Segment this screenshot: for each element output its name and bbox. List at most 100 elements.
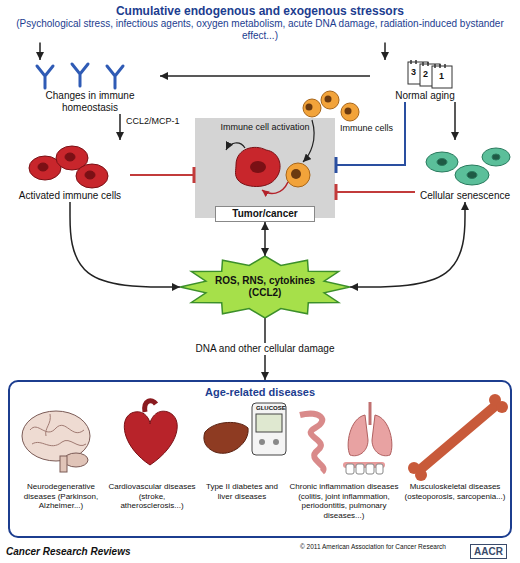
antibody-icon — [37, 66, 53, 88]
node-text: Cumulative endogenous and exogenous stre… — [10, 4, 510, 18]
node-text: Cellular senescence — [415, 190, 515, 202]
connector — [384, 42, 386, 60]
calendar-number: 3 — [411, 68, 416, 78]
heart-icon — [124, 401, 177, 465]
node-text: Immune cell activation — [195, 122, 335, 133]
journal-name: Cancer Research Reviews — [6, 546, 131, 557]
liver-and-glucose-meter-icon — [259, 439, 265, 445]
intestine-lung-teeth-icon — [356, 464, 364, 474]
immune-cell-icon — [321, 91, 339, 109]
immune-cell-icon — [306, 104, 313, 111]
antibody-icon — [37, 64, 123, 88]
intestine-lung-teeth-icon — [366, 464, 374, 474]
immune-homeostasis-node: Changes in immune homeostasis — [20, 60, 160, 114]
activated-immune-node: Activated immune cells — [10, 140, 130, 202]
liver-and-glucose-meter-icon — [204, 422, 248, 453]
immune-cell-icon — [303, 99, 321, 117]
aging-node: Normal aging — [370, 60, 480, 102]
calendar-number: 1 — [439, 72, 444, 82]
brain-icon — [60, 456, 67, 472]
connector — [160, 75, 370, 77]
intestine-lung-teeth-icon — [346, 464, 354, 474]
cell-label: Immune cells — [340, 124, 393, 134]
meter-label: GLUCOSE — [256, 405, 286, 412]
tumor-cell-icon — [226, 143, 245, 150]
connector — [70, 202, 180, 287]
tumor-cell-icon — [291, 169, 301, 179]
disease-item: Cardiovascular diseases (stroke, atheros… — [108, 482, 196, 511]
intestine-lung-teeth-icon — [369, 402, 372, 425]
senescent-cell-icon — [467, 172, 477, 179]
connector — [119, 114, 121, 140]
immune-cell-icon — [325, 96, 332, 103]
connector — [130, 174, 195, 176]
liver-and-glucose-meter-icon — [273, 439, 279, 445]
node-text: Changes in immune homeostasis — [20, 90, 160, 114]
tumor-region: Immune cell activationTumor/cancer — [195, 118, 335, 218]
brain-icon — [22, 411, 90, 472]
senescent-cell-icon — [455, 165, 489, 185]
senescence-node: Cellular senescence — [415, 140, 515, 202]
intestine-lung-teeth-icon — [348, 415, 368, 456]
disease-item: Musculoskeletal diseases (osteoporosis, … — [402, 482, 508, 501]
tumor-cell-icon — [286, 163, 310, 187]
disease-item: Chronic inflammation diseases (colitis, … — [288, 482, 400, 520]
antibody-icon — [107, 66, 123, 88]
activated-immune-cell-icon — [76, 164, 108, 188]
connector — [264, 222, 266, 256]
connector — [335, 102, 405, 165]
senescent-cell-icon — [437, 159, 447, 166]
connector — [335, 191, 415, 193]
tumor-cell-icon — [236, 147, 281, 186]
brain-icon — [64, 453, 88, 467]
bone-icon — [422, 407, 494, 468]
node-text: Musculoskeletal diseases (osteoporosis, … — [402, 482, 508, 501]
calendar-icon — [408, 60, 452, 88]
activated-immune-cell-icon — [29, 146, 108, 188]
immune-cell-icon — [345, 108, 352, 115]
tumor-microenvironment-ground — [195, 118, 335, 218]
intestine-lung-teeth-icon — [376, 464, 383, 474]
node-text: Age-related diseases — [10, 386, 510, 399]
senescent-cell-icon — [492, 154, 500, 160]
disease-item: Type II diabetes and liver diseases — [198, 482, 286, 501]
node-text: Neurodegenerative diseases (Parkinson, A… — [16, 482, 106, 511]
tumor-cell-icon — [250, 161, 266, 173]
senescent-cell-icon — [426, 148, 510, 185]
activated-immune-cell-icon — [85, 171, 95, 179]
intestine-lung-teeth-icon — [372, 415, 392, 456]
node-text: Type II diabetes and liver diseases — [198, 482, 286, 501]
heart-icon — [124, 411, 177, 465]
intestine-lung-teeth-icon — [300, 414, 324, 472]
antibody-icon — [72, 64, 88, 86]
node-text: Cardiovascular diseases (stroke, atheros… — [108, 482, 196, 511]
signal-label: CCL2/MCP-1 — [126, 117, 180, 127]
node-subtext: (Psychological stress, infectious agents… — [10, 18, 510, 42]
node-text: Normal aging — [370, 90, 480, 102]
node-text: Activated immune cells — [10, 190, 130, 202]
bone-icon — [415, 469, 427, 481]
activated-immune-cell-icon — [65, 153, 75, 161]
bone-icon — [408, 394, 508, 481]
calendar-icon — [432, 66, 452, 88]
intestine-lung-teeth-icon — [300, 402, 392, 474]
liver-and-glucose-meter-icon — [252, 403, 286, 455]
liver-and-glucose-meter-icon — [204, 403, 286, 455]
heart-icon — [145, 401, 156, 412]
node-text: Chronic inflammation diseases (colitis, … — [288, 482, 400, 520]
star-shape — [180, 256, 350, 318]
immune-cell-icon — [303, 91, 359, 121]
immune-cell-icon — [341, 103, 359, 121]
node-text: ROS, RNS, cytokines (CCL2) — [214, 275, 316, 299]
edge-label: DNA and other cellular damage — [193, 343, 338, 355]
connector — [454, 102, 456, 140]
liver-and-glucose-meter-icon — [256, 414, 282, 432]
connector — [39, 42, 41, 60]
ros-star: ROS, RNS, cytokines (CCL2) — [180, 256, 350, 318]
tumor-label-box: Tumor/cancer — [215, 206, 315, 222]
calendar-icon — [411, 60, 445, 68]
brain-icon — [30, 414, 86, 446]
disease-item: Neurodegenerative diseases (Parkinson, A… — [16, 482, 106, 511]
senescent-cell-icon — [426, 152, 458, 172]
